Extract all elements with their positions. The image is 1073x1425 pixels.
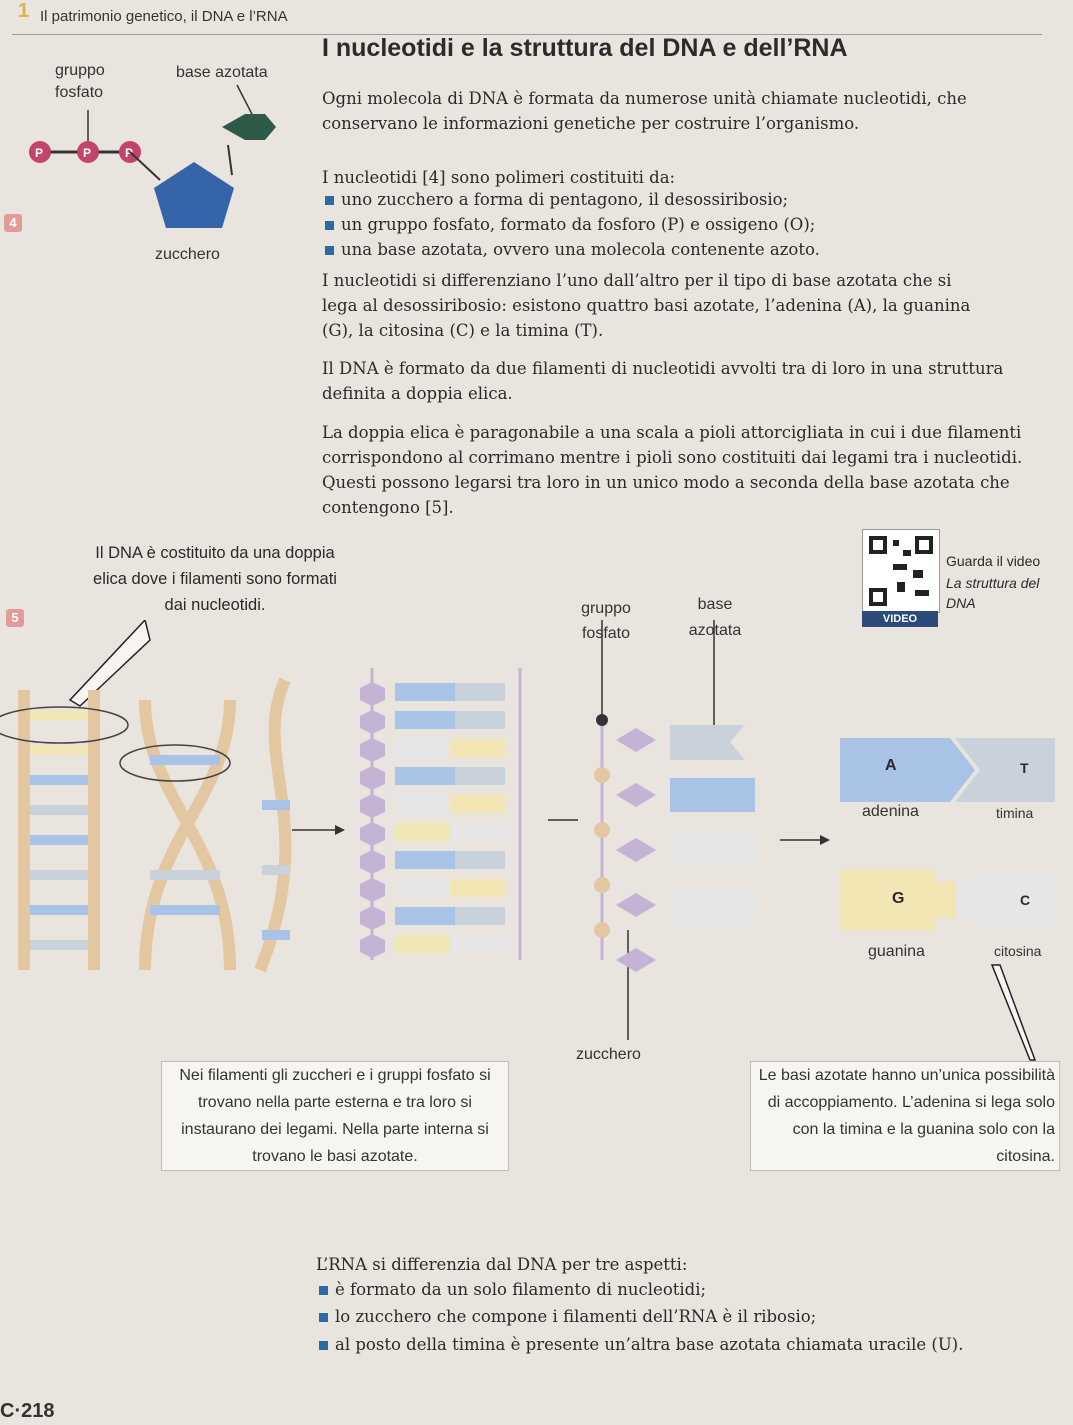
nucleotide-pairs [360,668,522,960]
partial-helix [254,677,292,973]
ladder-helix [0,690,129,970]
fig4-label-phosphate: gruppo fosfato [55,62,105,101]
video-cta: Guarda il video [946,553,1041,569]
fig5-badge: 5 [6,609,24,627]
callout-outer-strands: Nei filamenti gli zuccheri e i gruppi fo… [161,1061,509,1171]
phosphate-circle [77,141,99,163]
single-strand [594,620,755,1040]
fig5-label-base: base azotata [688,596,742,639]
qr-code[interactable] [862,529,940,613]
paragraph-bases: I nucleotidi si differenziano l’uno dall… [322,271,971,340]
chapter-title: Il patrimonio genetico, il DNA e l’RNA [40,8,288,25]
chapter-number: 1 [18,0,30,22]
base-pair-at [840,738,1055,802]
p-label: P [35,146,43,160]
base-pair-gc [840,870,1055,930]
p-label: P [125,146,133,160]
sugar-pentagon [154,162,234,228]
thymine-label: timina [996,805,1034,821]
fig4-label-base: base azotata [176,64,268,81]
fig5-label-sugar: zucchero [576,1046,641,1063]
header-rule [12,34,1042,35]
fig5-caption: Il DNA è costituito da una doppia elica … [93,544,337,614]
p-label: P [83,146,91,160]
fig4-label-sugar: zucchero [155,246,220,263]
bullet-sugar: uno zucchero a forma di pentagono, il de… [325,190,788,209]
paragraph-nucleotides: Ogni molecola di DNA è formata da numero… [322,89,967,133]
guanine-label: guanina [868,943,925,960]
base-hexagon [222,114,276,140]
fig5-label-phosphate: gruppo fosfato [581,600,631,642]
bullet-base: una base azotata, ovvero una molecola co… [325,240,820,259]
nucleotide-diagram: P P P [29,84,276,228]
video-title: La struttura del DNA [946,575,1040,611]
video-tag[interactable]: VIDEO [862,611,938,627]
page-number: C·218 [0,1400,55,1422]
adenine-label: adenina [862,803,919,820]
bullet-phosphate: un gruppo fosfato, formato da fosforo (P… [325,215,815,234]
twisted-helix [119,699,236,971]
dna-helix-diagram [0,620,1055,1061]
thymine-letter: T [1020,760,1029,776]
paragraph-ladder: La doppia elica è paragonabile a una sca… [322,423,1023,517]
cytosine-label: citosina [994,943,1042,959]
paragraph-double-helix: Il DNA è formato da due filamenti di nuc… [322,359,1004,403]
cytosine-letter: C [1020,892,1031,908]
guanine-letter: G [892,890,905,907]
callout-base-pairing: Le basi azotate hanno un’unica possibili… [750,1061,1060,1171]
paragraph-intro: I nucleotidi [4] sono polimeri costituit… [322,168,676,187]
rna-intro: L’RNA si differenzia dal DNA per tre asp… [316,1255,688,1274]
fig4-badge: 4 [4,214,22,232]
rna-bullet-uracil: al posto della timina è presente un’altr… [319,1335,963,1354]
section-title: I nucleotidi e la struttura del DNA e de… [322,34,848,62]
rna-bullet-ribose: lo zucchero che compone i filamenti dell… [319,1307,816,1326]
rna-bullet-single-strand: è formato da un solo filamento di nucleo… [319,1280,706,1299]
phosphate-circle [29,141,51,163]
adenine-letter: A [885,757,897,774]
